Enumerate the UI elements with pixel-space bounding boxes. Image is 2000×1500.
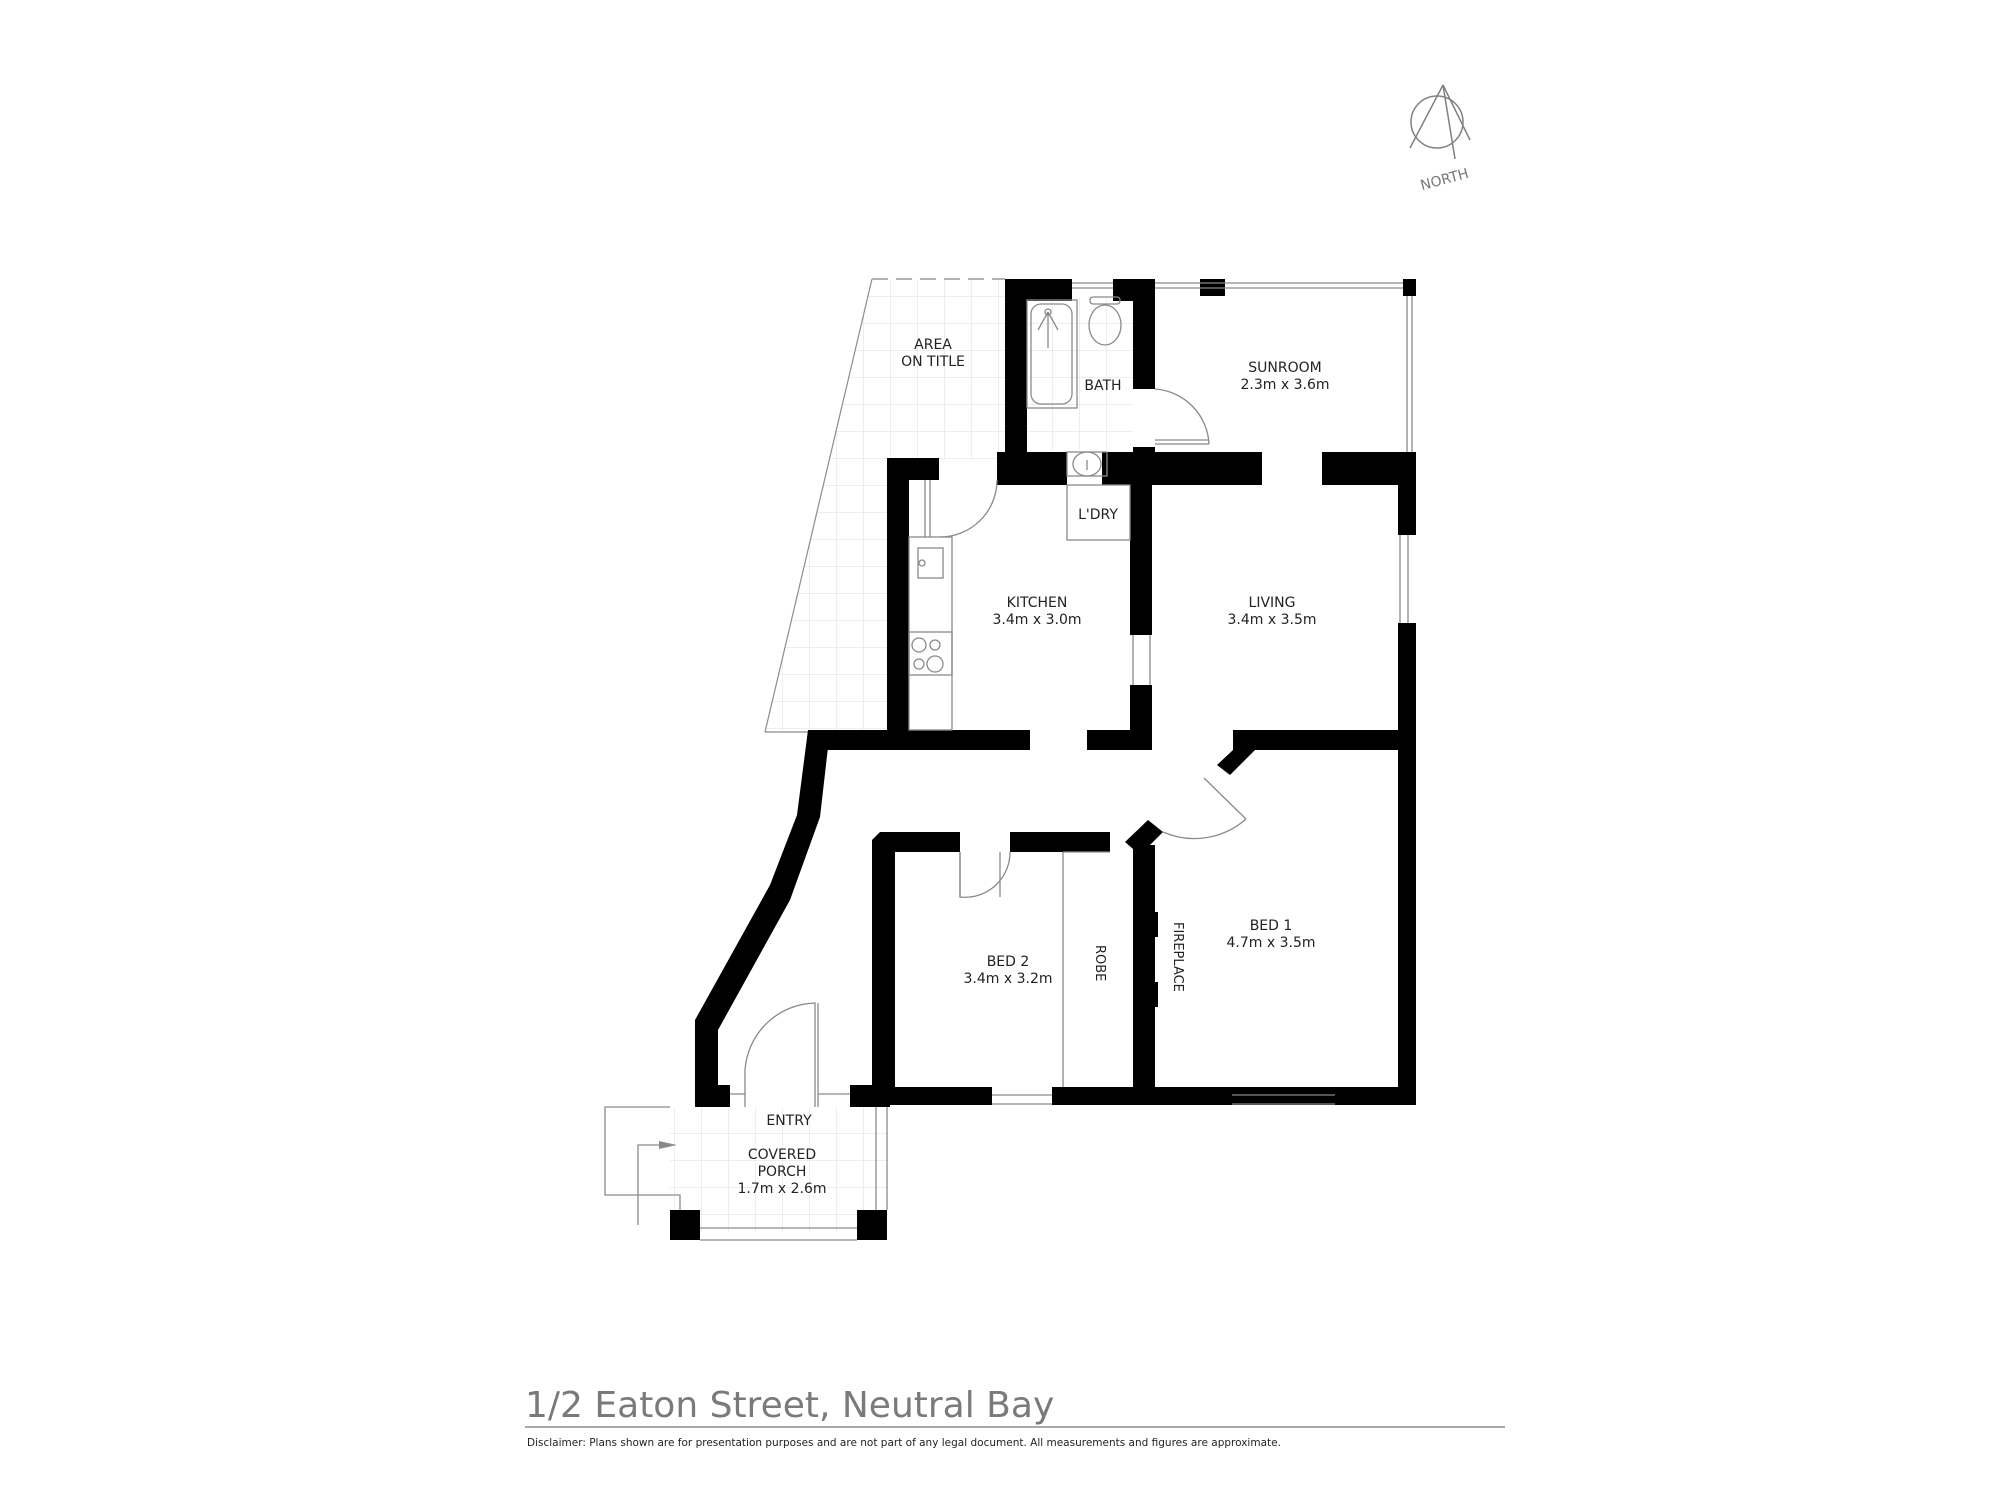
disclaimer-text: Disclaimer: Plans shown are for presenta…: [527, 1437, 1281, 1449]
kitchen-label: KITCHEN 3.4m x 3.0m: [993, 595, 1082, 629]
area-on-title: [764, 278, 1005, 733]
fixtures: [604, 282, 1413, 1241]
fireplace-label: FIREPLACE: [1170, 922, 1185, 992]
footer-divider: [525, 1426, 1505, 1428]
address-title: 1/2 Eaton Street, Neutral Bay: [525, 1385, 1055, 1426]
porch-line1: COVERED: [747, 1147, 817, 1163]
bath-floor: [1025, 298, 1133, 450]
bath-label: BATH: [1084, 378, 1122, 394]
kitchen-size: 3.4m x 3.0m: [992, 612, 1082, 628]
porch-floor: [670, 1107, 888, 1232]
laundry-label: L'DRY: [1078, 507, 1118, 523]
sunroom-name: SUNROOM: [1248, 360, 1322, 376]
porch-label: COVERED PORCH 1.7m x 2.6m: [738, 1147, 827, 1198]
sunroom-label: SUNROOM 2.3m x 3.6m: [1241, 360, 1330, 394]
area-on-title-line2: ON TITLE: [901, 354, 965, 370]
bed1-size: 4.7m x 3.5m: [1226, 935, 1316, 951]
bed1-label: BED 1 4.7m x 3.5m: [1227, 918, 1316, 952]
area-on-title-line1: AREA: [914, 337, 952, 353]
area-on-title-label: AREA ON TITLE: [901, 337, 965, 371]
north-arrow-icon: [1409, 84, 1471, 160]
bed1-name: BED 1: [1249, 918, 1293, 934]
bed2-name: BED 2: [986, 954, 1030, 970]
living-size: 3.4m x 3.5m: [1227, 612, 1317, 628]
bed2-size: 3.4m x 3.2m: [963, 971, 1053, 987]
robe-label: ROBE: [1092, 945, 1107, 982]
porch-size: 1.7m x 2.6m: [737, 1181, 827, 1197]
living-name: LIVING: [1248, 595, 1296, 611]
sunroom-size: 2.3m x 3.6m: [1240, 377, 1330, 393]
walls: [670, 279, 1416, 1240]
entry-label: ENTRY: [766, 1113, 812, 1129]
bed2-label: BED 2 3.4m x 3.2m: [964, 954, 1053, 988]
porch-line2: PORCH: [757, 1164, 807, 1180]
kitchen-name: KITCHEN: [1006, 595, 1068, 611]
porch-arrow-icon: [659, 1141, 677, 1149]
living-label: LIVING 3.4m x 3.5m: [1228, 595, 1317, 629]
